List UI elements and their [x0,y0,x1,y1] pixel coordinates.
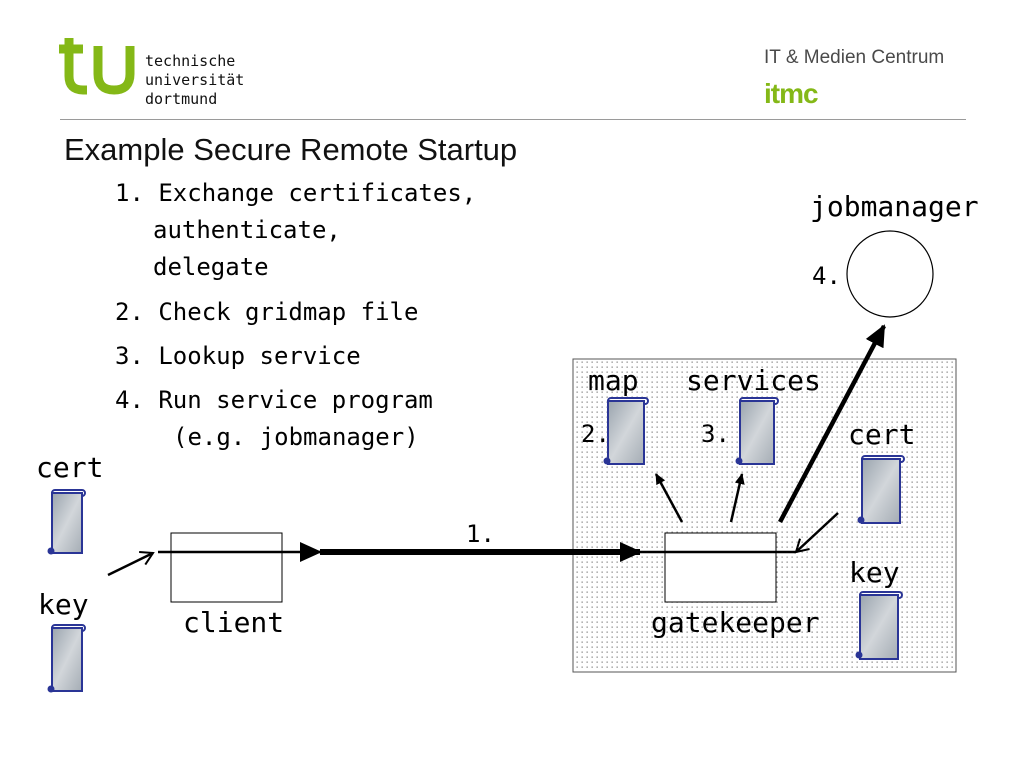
services-label: services [686,364,821,397]
server-cert-label: cert [848,418,916,451]
university-name: technische universität dortmund [145,52,244,109]
university-name-line: dortmund [145,90,218,108]
jobmanager-label: jobmanager [810,190,979,223]
step-1-line: authenticate, [153,216,341,244]
org-name: IT & Medien Centrum [764,47,945,68]
gridmap-file-scroll-icon [603,397,649,465]
step2-label: 2. [581,420,610,448]
gridmap-arrow [654,473,684,523]
client-cert-label: cert [36,451,104,484]
university-name-line: universität [145,71,245,89]
server-cert-scroll-icon [857,455,905,524]
server-credential-arrow [794,512,839,554]
page-title: Example Secure Remote Startup [64,132,518,167]
client-label: client [183,606,285,639]
services-file-scroll-icon [735,397,779,465]
step-3-line: 3. Lookup service [115,342,361,370]
jobmanager-arrow [778,324,886,524]
client-cert-scroll-icon [47,489,86,555]
server-key-scroll-icon [855,591,903,660]
university-name-line: technische [145,52,236,70]
header-divider [60,119,966,120]
step-4-line: (e.g. jobmanager) [173,423,419,451]
step-2-line: 2. Check gridmap file [115,298,419,326]
server-key-label: key [849,556,900,589]
step-1: 1. Exchange certificates, authenticate, … [115,175,476,286]
client-box [170,532,283,603]
client-credential-arrow [107,550,155,577]
step-4-line: 4. Run service program [115,386,433,414]
client-key-label: key [38,588,89,621]
client-key-scroll-icon [47,624,86,693]
step-3: 3. Lookup service [115,338,361,375]
step3-label: 3. [701,420,730,448]
step-1-line: delegate [153,253,269,281]
gatekeeper-label: gatekeeper [651,606,820,639]
org-logo: itmc [764,78,819,109]
gatekeeper-box [664,532,777,603]
step4-label: 4. [812,262,841,290]
tu-logo [59,38,135,95]
service-lookup-arrow [729,473,745,523]
step-2: 2. Check gridmap file [115,294,418,331]
step1-label: 1. [466,520,495,548]
step-1-line: 1. Exchange certificates, [115,179,477,207]
step-4: 4. Run service program (e.g. jobmanager) [115,382,433,456]
map-label: map [588,364,639,397]
jobmanager-process [846,230,934,318]
